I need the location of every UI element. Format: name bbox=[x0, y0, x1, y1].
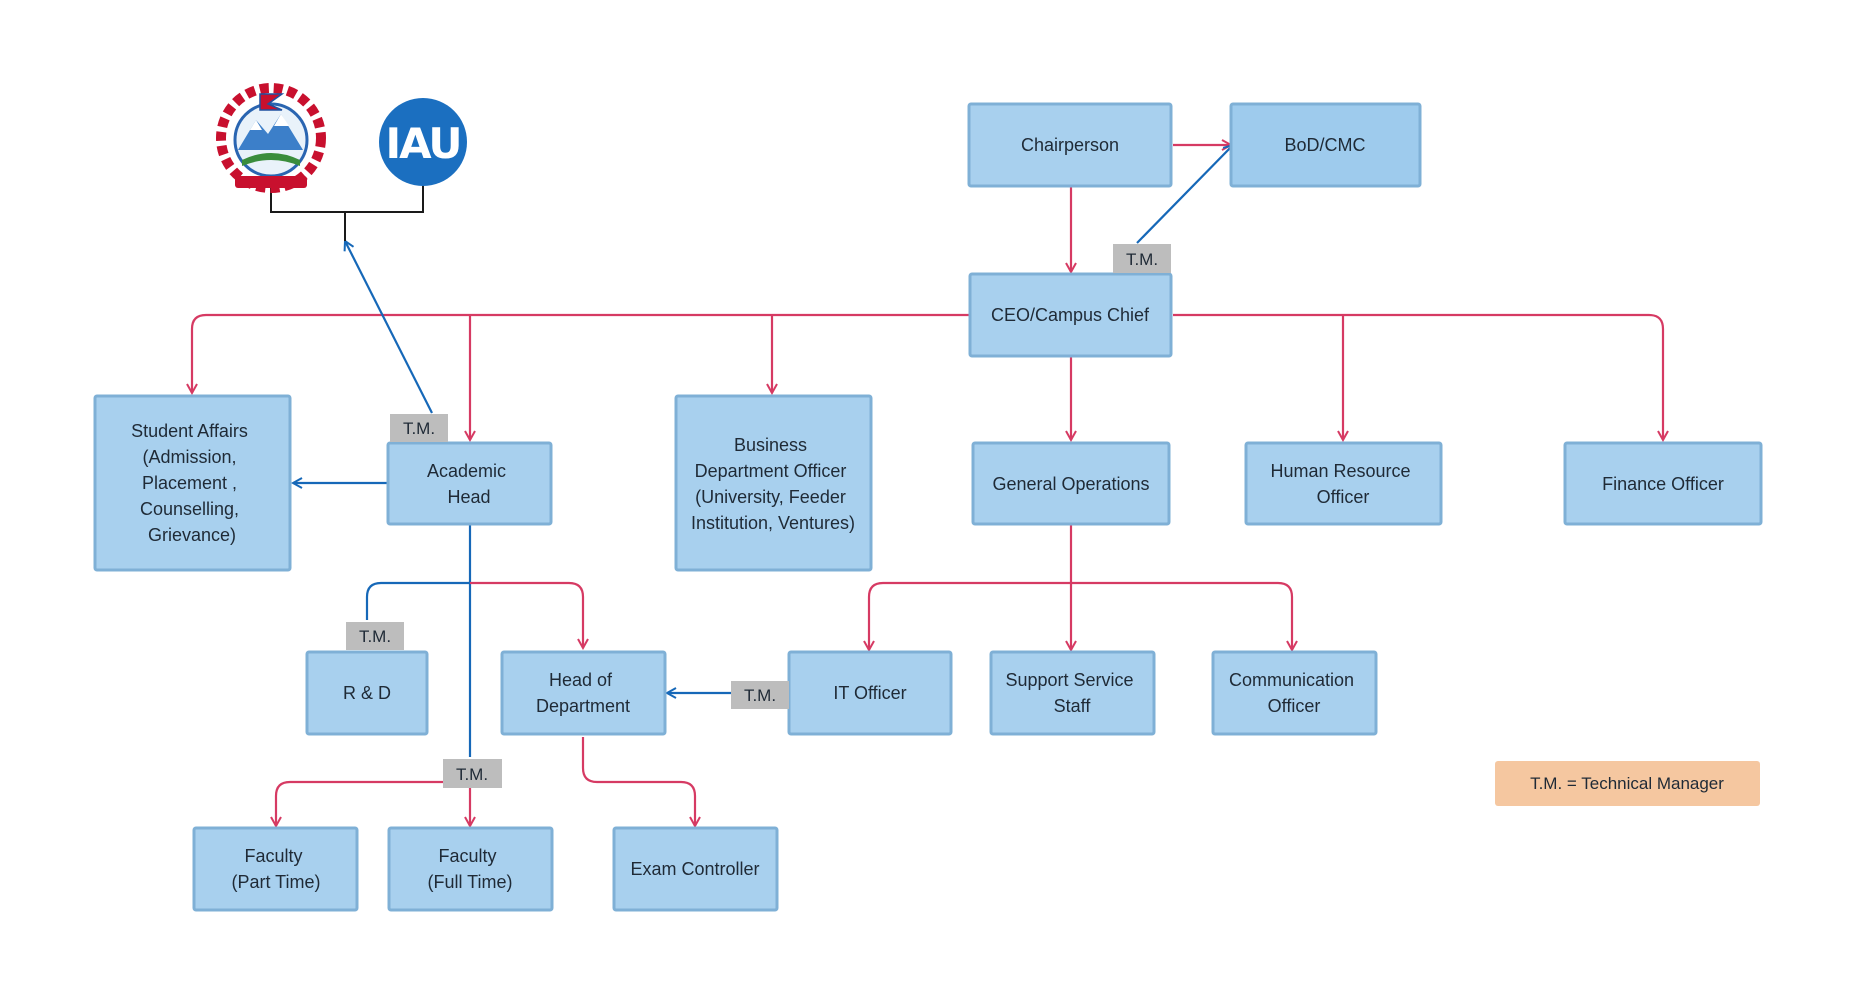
node-head-of-department-label: Head of Department bbox=[536, 670, 630, 716]
faculty-pt-line-2: (Part Time) bbox=[231, 872, 320, 892]
business-line-3: (University, Feeder bbox=[695, 487, 846, 507]
node-rnd-label: R & D bbox=[343, 683, 391, 703]
node-support-staff-label: Support Service Staff bbox=[1005, 670, 1138, 716]
business-line-2: Department Officer bbox=[695, 461, 847, 481]
faculty-ft-line-2: (Full Time) bbox=[428, 872, 513, 892]
hod-line-2: Department bbox=[536, 696, 630, 716]
connector-ceo-left-bus bbox=[192, 313, 970, 393]
comm-line-2: Officer bbox=[1268, 696, 1321, 716]
node-hr-officer: Human Resource Officer bbox=[1244, 441, 1443, 526]
connector-genops-bus-right bbox=[1071, 581, 1292, 650]
node-general-operations-label: General Operations bbox=[992, 474, 1149, 494]
student-affairs-line-5: Grievance) bbox=[148, 525, 236, 545]
node-chairperson: Chairperson bbox=[967, 102, 1173, 188]
tm-badge-faculty-label: T.M. bbox=[456, 765, 488, 784]
node-ceo-label: CEO/Campus Chief bbox=[991, 305, 1150, 325]
connector-ceo-bod-tm bbox=[1136, 145, 1233, 244]
connector-genops-bus bbox=[869, 581, 1071, 650]
faculty-ft-line-1: Faculty bbox=[438, 846, 496, 866]
node-support-staff: Support Service Staff bbox=[989, 650, 1156, 736]
node-academic-head: Academic Head bbox=[386, 441, 553, 526]
tm-badge-academic-label: T.M. bbox=[403, 419, 435, 438]
hr-line-1: Human Resource bbox=[1270, 461, 1410, 481]
support-line-1: Support Service bbox=[1005, 670, 1133, 690]
node-bod-label: BoD/CMC bbox=[1284, 135, 1365, 155]
nepal-emblem-logo bbox=[216, 83, 326, 193]
student-affairs-line-3: Placement , bbox=[142, 473, 237, 493]
iau-logo-text: IAU bbox=[386, 119, 461, 168]
node-finance-officer: Finance Officer bbox=[1563, 441, 1763, 526]
node-it-officer-label: IT Officer bbox=[833, 683, 906, 703]
tm-badge-academic: T.M. bbox=[390, 414, 448, 442]
tm-badge-it-label: T.M. bbox=[744, 686, 776, 705]
logos-bracket bbox=[270, 178, 424, 241]
tm-badge-it: T.M. bbox=[731, 681, 789, 709]
node-communication-officer-label: Communication Officer bbox=[1229, 670, 1359, 716]
node-hr-officer-label: Human Resource Officer bbox=[1270, 461, 1415, 507]
support-line-2: Staff bbox=[1054, 696, 1092, 716]
node-head-of-department: Head of Department bbox=[500, 650, 667, 736]
node-chairperson-label: Chairperson bbox=[1021, 135, 1119, 155]
student-affairs-line-1: Student Affairs bbox=[131, 421, 248, 441]
node-communication-officer: Communication Officer bbox=[1211, 650, 1378, 736]
academic-head-line-2: Head bbox=[447, 487, 490, 507]
tm-badge-ceo-label: T.M. bbox=[1126, 250, 1158, 269]
iau-logo: IAU bbox=[379, 98, 467, 186]
connector-academic-hod bbox=[470, 581, 583, 648]
connector-academic-rnd bbox=[365, 581, 470, 620]
node-student-affairs-label: Student Affairs (Admission, Placement , … bbox=[131, 421, 253, 545]
connector-academic-logos bbox=[345, 241, 433, 414]
connector-faculty-bus bbox=[276, 780, 470, 826]
node-exam-controller: Exam Controller bbox=[612, 826, 779, 912]
node-faculty-full-time-label: Faculty (Full Time) bbox=[428, 846, 513, 892]
business-line-1: Business bbox=[734, 435, 807, 455]
node-bod: BoD/CMC bbox=[1229, 102, 1422, 188]
tm-badge-rnd-label: T.M. bbox=[359, 627, 391, 646]
node-faculty-full-time: Faculty (Full Time) bbox=[387, 826, 554, 912]
hr-line-2: Officer bbox=[1317, 487, 1370, 507]
node-finance-officer-label: Finance Officer bbox=[1602, 474, 1724, 494]
student-affairs-line-2: (Admission, bbox=[142, 447, 236, 467]
node-rnd: R & D bbox=[305, 650, 429, 736]
legend-label: T.M. = Technical Manager bbox=[1530, 774, 1724, 793]
tm-badge-ceo: T.M. bbox=[1113, 244, 1171, 273]
node-exam-controller-label: Exam Controller bbox=[630, 859, 759, 879]
node-student-affairs: Student Affairs (Admission, Placement , … bbox=[93, 394, 292, 572]
comm-line-1: Communication bbox=[1229, 670, 1354, 690]
node-ceo: CEO/Campus Chief bbox=[968, 272, 1173, 358]
hod-line-1: Head of bbox=[549, 670, 613, 690]
node-academic-head-label: Academic Head bbox=[427, 461, 511, 507]
node-faculty-part-time: Faculty (Part Time) bbox=[192, 826, 359, 912]
tm-badge-rnd: T.M. bbox=[346, 622, 404, 650]
node-it-officer: IT Officer bbox=[787, 650, 953, 736]
node-faculty-part-time-label: Faculty (Part Time) bbox=[231, 846, 320, 892]
academic-head-line-1: Academic bbox=[427, 461, 506, 481]
tm-badge-faculty: T.M. bbox=[443, 759, 502, 788]
node-general-operations: General Operations bbox=[971, 441, 1171, 526]
business-line-4: Institution, Ventures) bbox=[691, 513, 855, 533]
faculty-pt-line-1: Faculty bbox=[244, 846, 302, 866]
legend: T.M. = Technical Manager bbox=[1495, 761, 1760, 806]
student-affairs-line-4: Counselling, bbox=[140, 499, 239, 519]
connectors bbox=[192, 145, 1663, 826]
connector-ceo-right-bus bbox=[1173, 313, 1663, 440]
node-business-officer: Business Department Officer (University,… bbox=[674, 394, 873, 572]
node-business-officer-label: Business Department Officer (University,… bbox=[691, 435, 855, 533]
connector-hod-exam bbox=[581, 737, 695, 826]
